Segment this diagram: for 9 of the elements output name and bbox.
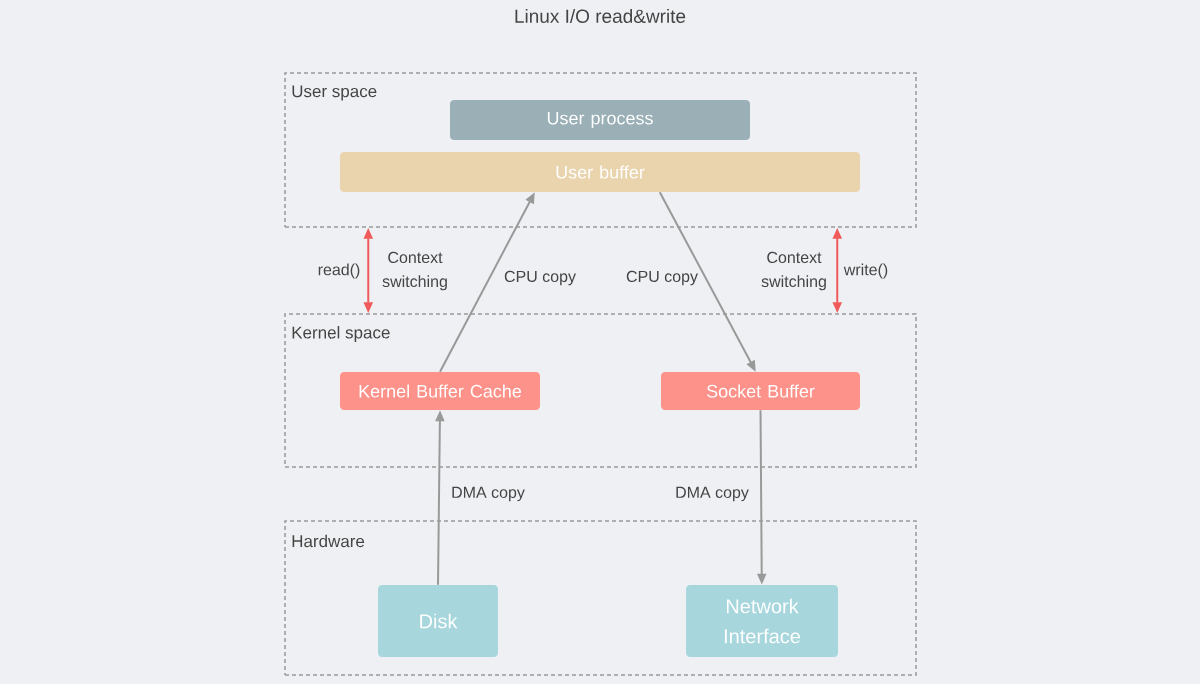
process-box: Socket Buffer: [661, 372, 860, 410]
process-box: User process: [450, 100, 750, 140]
process-box: User buffer: [340, 152, 860, 192]
process-box: Disk: [378, 585, 498, 657]
title: Linux I/O read&write: [515, 9, 686, 23]
process-box: Network Interface: [686, 585, 838, 657]
label: Context switching: [382, 251, 447, 291]
process-box: Kernel Buffer Cache: [340, 372, 540, 410]
label: Context switching: [761, 251, 826, 291]
